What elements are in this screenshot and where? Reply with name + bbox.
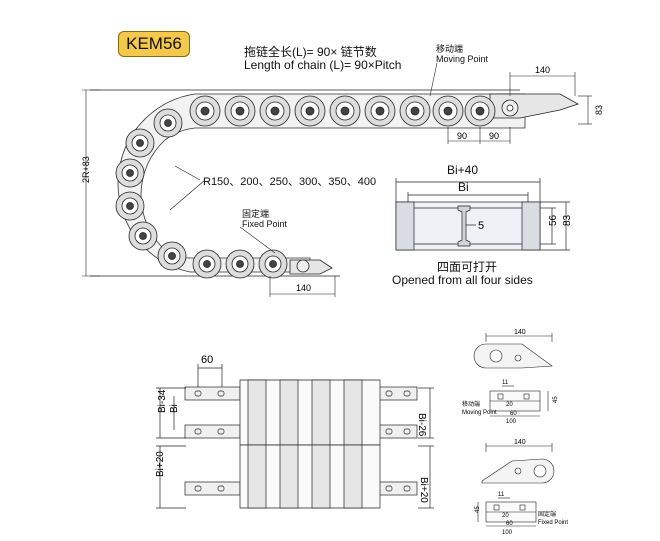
formula-en: Length of chain (L)= 90×Pitch [244, 58, 402, 72]
dim-bi20-right: Bi+20 [418, 477, 429, 503]
side-view-drawing: 140 83 90 90 2R+83 140 [81, 62, 604, 297]
small-20-b: 20 [502, 513, 509, 519]
small-45-a: 45 [553, 396, 559, 403]
dim-bi34: Bi-34 [157, 389, 168, 413]
moving-en-small: Moving Point [462, 410, 497, 416]
dim-90-b: 90 [489, 131, 499, 141]
dim-60-plan: 60 [201, 354, 213, 366]
moving-cn: 移动端 [436, 44, 464, 54]
bi-label: Bi [458, 180, 469, 194]
formula-cn: 拖链全长(L)= 90× 链节数 [244, 45, 377, 59]
dim-2r83: 2R+83 [81, 156, 91, 183]
small-140-b: 140 [514, 439, 526, 446]
fixed-cn-small: 固定端 [538, 510, 556, 518]
bi40-label: Bi+40 [447, 163, 479, 177]
bracket-details-drawing: 140 11 20 60 100 45 移动端 Moving Point 140… [462, 329, 568, 536]
small-100-b: 100 [502, 530, 513, 536]
dim-5: 5 [478, 220, 484, 232]
dim-83-side: 83 [594, 105, 604, 115]
dim-83-section: 83 [562, 214, 573, 226]
dim-140-bottom: 140 [296, 283, 311, 293]
dim-bi26: Bi-26 [416, 413, 427, 437]
moving-en: Moving Point [436, 54, 489, 64]
small-11-b: 11 [498, 492, 505, 498]
cross-section-drawing: 5 56 83 [395, 178, 573, 251]
small-60-a: 60 [510, 411, 517, 417]
radius-text: R150、200、250、300、350、400 [203, 176, 377, 188]
small-60-b: 60 [506, 521, 513, 527]
plan-view-drawing: 60 Bi-34 Bi Bi+20 Bi-26 Bi+20 [155, 354, 434, 509]
small-45-b: 45 [475, 506, 481, 513]
model-badge: KEM56 [118, 31, 190, 57]
opened-en: Opened from all four sides [392, 273, 533, 287]
dim-bi-plan: Bi [169, 404, 180, 413]
dim-56: 56 [548, 214, 559, 226]
opened-cn: 四面可打开 [437, 260, 498, 274]
fixed-cn: 固定端 [242, 209, 270, 219]
moving-cn-small: 移动端 [462, 400, 480, 408]
fixed-en: Fixed Point [242, 219, 288, 229]
small-140-a: 140 [514, 329, 526, 336]
dim-140-top: 140 [535, 65, 550, 75]
small-11-a: 11 [502, 380, 509, 386]
small-100-a: 100 [506, 419, 517, 425]
dim-bi20-left: Bi+20 [155, 451, 166, 477]
dim-90-a: 90 [457, 131, 467, 141]
small-20-a: 20 [506, 402, 513, 408]
fixed-en-small: Fixed Point [538, 520, 568, 526]
